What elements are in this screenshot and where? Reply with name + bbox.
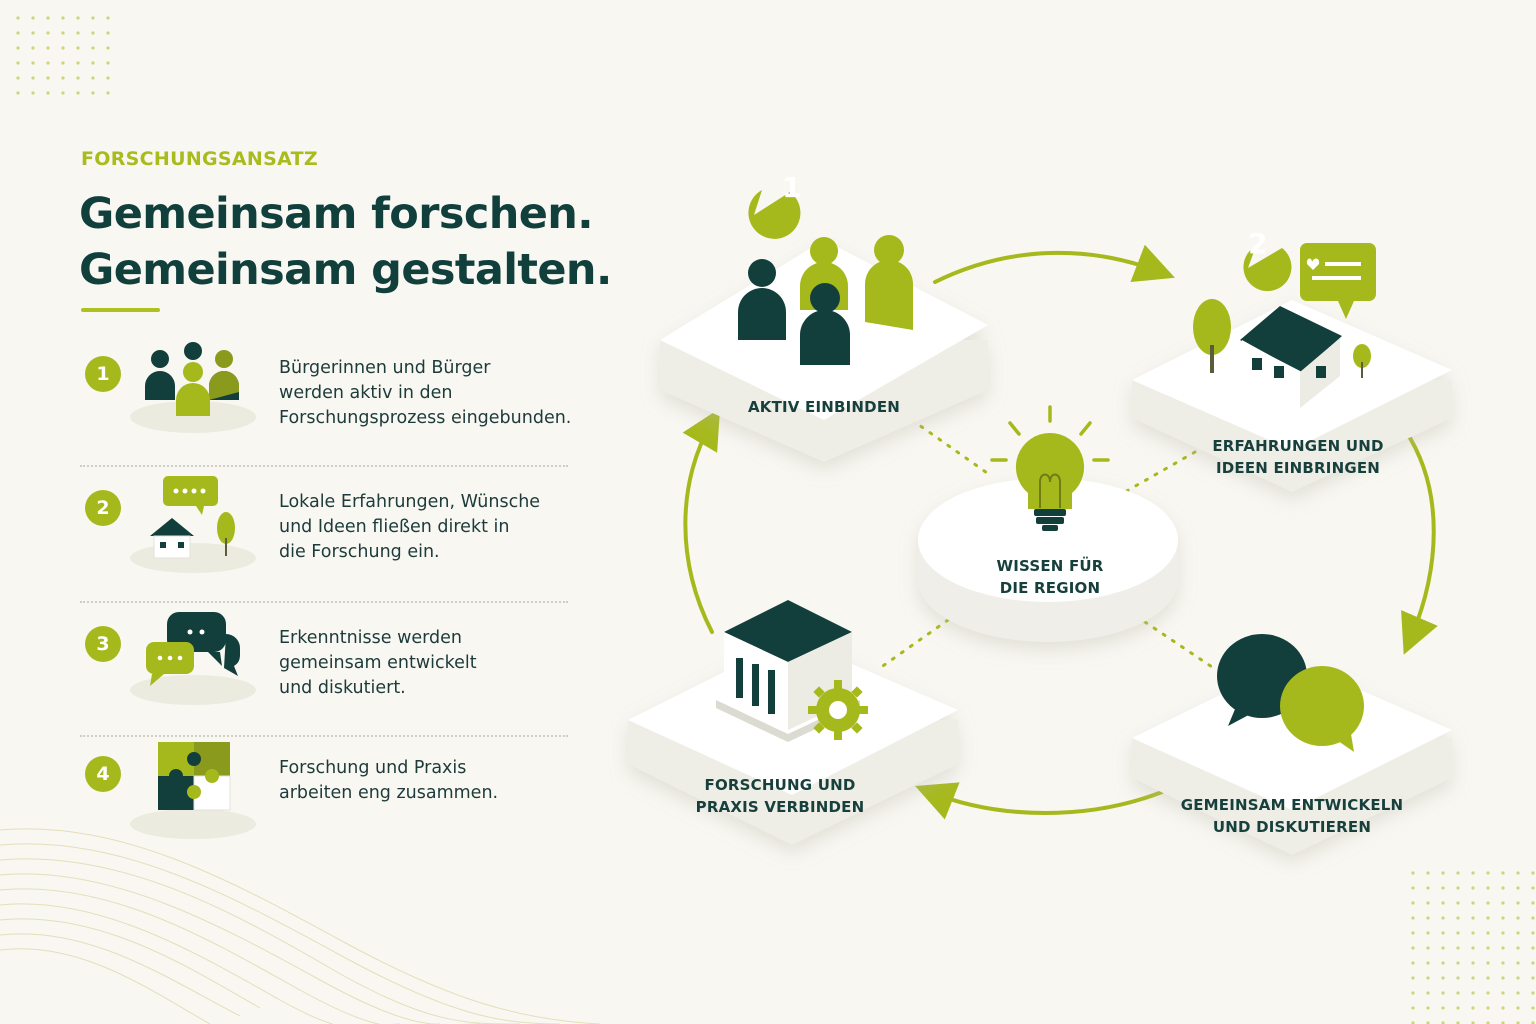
step-badge: 2 — [85, 490, 121, 526]
step-text-line: Lokale Erfahrungen, Wünsche — [279, 492, 541, 512]
step-divider — [80, 465, 568, 467]
puzzle-icon — [130, 742, 256, 839]
dot-grid-bottom-right — [1400, 868, 1536, 1024]
node-1-badge: 1 — [782, 171, 802, 204]
step-1: 1 Bürgerinnen und Bürger werden aktiv in… — [80, 342, 571, 466]
step-text-line: Forschung und Praxis — [279, 758, 467, 778]
headline-line-2: Gemeinsam gestalten. — [79, 245, 612, 295]
node-label-line: FORSCHUNG UND — [704, 776, 856, 794]
headline-underline — [81, 308, 160, 312]
step-text: Bürgerinnen und Bürger werden aktiv in d… — [279, 356, 571, 431]
center-platform — [918, 478, 1178, 642]
step-text: Lokale Erfahrungen, Wünsche und Ideen fl… — [279, 490, 540, 565]
node-label-line: PRAXIS VERBINDEN — [695, 798, 865, 816]
cycle-arrows — [682, 244, 1438, 820]
step-text-line: die Forschung ein. — [279, 542, 440, 562]
people-group-icon — [130, 342, 256, 433]
step-badge: 1 — [85, 356, 121, 392]
node-2-label: ERFAHRUNGEN UND IDEEN EINBRINGEN — [1196, 435, 1400, 479]
step-text-line: und diskutiert. — [279, 678, 406, 698]
step-text-line: werden aktiv in den — [279, 383, 453, 403]
step-text: Erkenntnisse werden gemeinsam entwickelt… — [279, 626, 477, 701]
node-1-label: AKTIV EINBINDEN — [734, 396, 914, 418]
headline: Gemeinsam forschen. Gemeinsam gestalten. — [79, 186, 612, 298]
step-divider — [80, 601, 568, 603]
dotted-connectors — [878, 418, 1214, 670]
speech-bubbles-icon — [130, 612, 256, 705]
speech-bubbles-icon — [1217, 634, 1364, 752]
arrow-step4-to-step1 — [682, 408, 721, 634]
step-text-line: und Ideen fließen direkt in — [279, 517, 510, 537]
step-text: Forschung und Praxis arbeiten eng zusamm… — [279, 756, 498, 806]
step-text-line: Bürgerinnen und Bürger — [279, 358, 491, 378]
center-label: WISSEN FÜR DIE REGION — [968, 555, 1132, 599]
step-text-line: gemeinsam entwickelt — [279, 653, 477, 673]
node-label-line: GEMEINSAM ENTWICKELN — [1180, 796, 1404, 814]
center-label-line: DIE REGION — [999, 579, 1101, 597]
house-chat-icon — [1193, 243, 1376, 408]
institution-gear-icon — [716, 600, 868, 742]
node-label-line: IDEEN EINBRINGEN — [1215, 459, 1381, 477]
step-text-line: arbeiten eng zusammen. — [279, 783, 499, 803]
arrow-step1-to-step2 — [933, 244, 1175, 284]
arrow-step2-to-step3 — [1401, 428, 1438, 655]
arrow-step3-to-step4 — [915, 782, 1164, 820]
wave-lines — [0, 828, 601, 1024]
node-3-platform — [1132, 660, 1452, 855]
node-3-label: GEMEINSAM ENTWICKELN UND DISKUTIEREN — [1172, 794, 1412, 838]
section-label: FORSCHUNGSANSATZ — [81, 148, 318, 170]
headline-line-1: Gemeinsam forschen. — [79, 189, 594, 239]
center-label-line: WISSEN FÜR — [996, 557, 1104, 575]
badge-1-bubble — [748, 190, 801, 239]
node-4-label: FORSCHUNG UND PRAXIS VERBINDEN — [680, 774, 880, 818]
step-4: 4 Forschung und Praxis arbeiten eng zusa… — [80, 742, 570, 866]
step-divider — [80, 735, 568, 737]
step-text-line: Forschungsprozess eingebunden. — [279, 408, 572, 428]
step-2: 2 Lokale Erfahrungen, Wünsche und Ideen … — [80, 476, 570, 600]
house-chat-icon — [130, 476, 256, 573]
step-text-line: Erkenntnisse werden — [279, 628, 463, 648]
step-3: 3 Erkenntnisse werden gemeinsam entwicke… — [80, 612, 570, 736]
node-label-line: AKTIV EINBINDEN — [747, 398, 901, 416]
step-badge: 4 — [85, 756, 121, 792]
step-badge: 3 — [85, 626, 121, 662]
people-group-icon — [738, 190, 913, 365]
badge-2-bubble — [1243, 246, 1292, 292]
node-2-badge: 2 — [1248, 227, 1268, 260]
lightbulb-icon — [990, 405, 1110, 531]
dot-grid-top-left — [10, 10, 110, 100]
node-label-line: UND DISKUTIEREN — [1212, 818, 1372, 836]
node-label-line: ERFAHRUNGEN UND — [1212, 437, 1384, 455]
